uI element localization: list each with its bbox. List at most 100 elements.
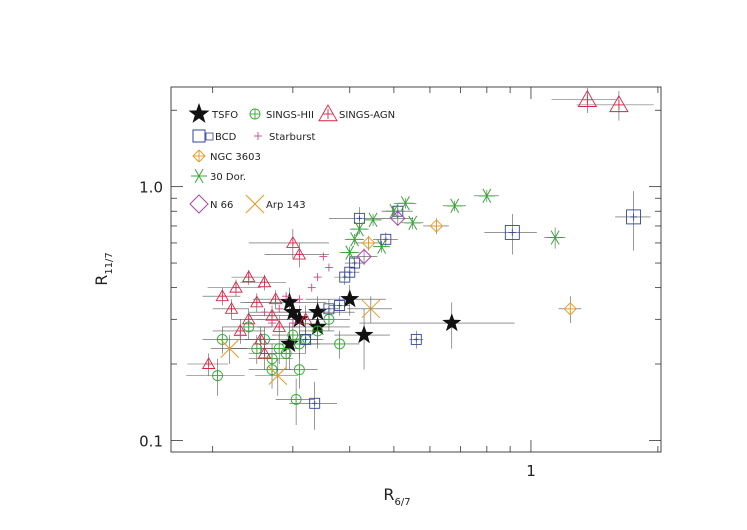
- point-30-dor: [547, 230, 564, 245]
- plot-frame: [170, 86, 662, 453]
- point-sings-hii: [273, 343, 285, 355]
- legend-marker: [188, 103, 210, 123]
- point-ngc-3603: [361, 236, 376, 250]
- point-bcd: [380, 233, 392, 245]
- point-30-dor: [404, 215, 421, 231]
- point-sings-agn: [292, 247, 307, 260]
- legend-item-sings-agn: SINGS-AGN: [318, 104, 395, 122]
- point-30-dor: [397, 196, 414, 211]
- point-arp-143: [268, 366, 288, 385]
- y-tick-label: 1.0: [139, 179, 163, 197]
- point-sings-hii: [312, 325, 324, 337]
- point-sings-agn: [241, 270, 256, 283]
- point-bcd: [349, 257, 361, 269]
- point-starburst: [275, 304, 284, 313]
- point-arp-143: [220, 339, 240, 358]
- point-bcd: [300, 333, 312, 345]
- point-sings-hii: [323, 313, 335, 325]
- point-starburst: [324, 263, 333, 272]
- legend-marker: [318, 104, 338, 122]
- legend-marker: [192, 129, 206, 143]
- legend-item-n-66: N 66: [189, 194, 233, 214]
- point-sings-agn: [268, 292, 283, 305]
- point-sings-hii: [280, 348, 292, 359]
- legend-marker: [191, 168, 207, 184]
- point-sings-agn: [609, 94, 629, 113]
- point-sings-hii: [293, 364, 305, 376]
- point-tsfo: [354, 325, 374, 344]
- x-axis-label: R6/7: [383, 485, 410, 508]
- point-sings-agn: [241, 312, 256, 325]
- point-sings-hii: [290, 393, 302, 405]
- legend-label: N 66: [210, 200, 233, 211]
- point-sings-agn: [286, 236, 300, 248]
- point-30-dor: [373, 239, 390, 254]
- legend-marker: [205, 132, 214, 141]
- point-starburst: [288, 319, 297, 328]
- x-tick-label: 1: [526, 462, 536, 480]
- legend-marker: [249, 108, 261, 120]
- point-sings-agn: [272, 320, 286, 332]
- point-sings-agn: [215, 289, 230, 302]
- point-starburst: [282, 292, 291, 301]
- point-30-dor: [446, 198, 463, 214]
- legend-marker: [254, 132, 262, 140]
- axes-layer: 10.11.0: [139, 86, 662, 480]
- point-tsfo: [340, 289, 360, 308]
- point-sings-agn: [577, 89, 598, 107]
- point-starburst: [268, 319, 277, 328]
- point-30-dor: [365, 212, 382, 228]
- point-30-dor: [341, 245, 358, 260]
- legend-label: NGC 3603: [210, 152, 261, 163]
- point-bcd: [626, 209, 642, 225]
- point-ngc-3603: [563, 302, 577, 316]
- legend-marker: [189, 194, 209, 214]
- point-n-66: [390, 210, 406, 227]
- point-tsfo: [280, 333, 299, 352]
- error-bars: [186, 87, 654, 430]
- point-sings-hii: [287, 329, 299, 341]
- point-arp-143: [361, 299, 381, 319]
- point-starburst: [236, 331, 245, 340]
- legend-marker: [245, 194, 265, 214]
- point-ngc-3603: [429, 219, 444, 233]
- legend-label: TSFO: [211, 110, 238, 121]
- point-30-dor: [385, 204, 402, 219]
- point-starburst: [313, 273, 322, 282]
- legend-item-sings-hii: SINGS-HII: [249, 108, 314, 121]
- legend-label: Arp 143: [266, 200, 306, 211]
- point-n-66: [356, 248, 372, 265]
- point-starburst: [260, 308, 269, 317]
- point-sings-agn: [224, 301, 239, 314]
- legend-label: Starburst: [269, 132, 316, 143]
- point-sings-agn: [201, 357, 216, 369]
- point-sings-hii: [216, 333, 228, 345]
- legend-item-starburst: Starburst: [254, 132, 316, 143]
- point-sings-agn: [257, 346, 272, 359]
- point-30-dor: [478, 188, 495, 204]
- point-sings-agn: [229, 280, 243, 293]
- legend-label: 30 Dor.: [210, 172, 246, 183]
- point-starburst: [319, 252, 328, 261]
- point-tsfo: [289, 309, 309, 328]
- data-markers: [201, 89, 642, 409]
- point-sings-hii: [212, 370, 224, 382]
- legend-marker: [192, 149, 206, 163]
- legend-item-bcd: BCD: [192, 129, 237, 143]
- legend-label: BCD: [215, 132, 237, 143]
- point-sings-agn: [250, 295, 264, 308]
- point-starburst: [295, 295, 304, 304]
- legend-item-ngc-3603: NGC 3603: [192, 149, 261, 163]
- point-sings-hii: [251, 343, 263, 355]
- legend-item-30-dor: 30 Dor.: [191, 168, 246, 184]
- point-bcd: [309, 397, 321, 409]
- point-tsfo: [442, 313, 462, 332]
- legend-item-tsfo: TSFO: [188, 103, 238, 123]
- point-bcd: [334, 300, 346, 311]
- point-30-dor: [346, 232, 363, 247]
- point-tsfo: [280, 292, 299, 311]
- point-tsfo: [308, 302, 328, 321]
- point-bcd: [323, 303, 335, 315]
